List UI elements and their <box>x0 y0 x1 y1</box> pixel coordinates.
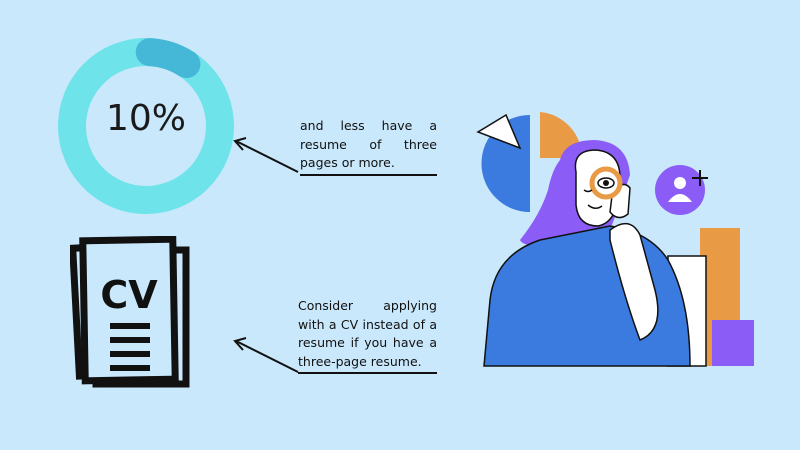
pie-slice-blue <box>481 114 530 212</box>
pie-slice-white <box>476 113 522 150</box>
arrow-to-cv <box>235 340 299 373</box>
arrow-head-icon <box>233 337 247 351</box>
woman-with-magnifier-illustration <box>476 112 754 367</box>
arrow-head-icon <box>233 137 247 151</box>
cv-label: CV <box>100 273 158 317</box>
stat-description: and less have a resume of three pages or… <box>300 117 437 176</box>
bar-purple <box>712 320 754 366</box>
cv-advice-text: Consider applying with a CV instead of a… <box>298 297 437 374</box>
closed-eye <box>583 189 593 193</box>
plus-icon <box>692 170 708 186</box>
raised-arm <box>609 222 659 341</box>
percentage-value: 10% <box>105 98 186 139</box>
eye-pupil <box>603 180 609 186</box>
user-icon-body <box>668 194 692 202</box>
user-badge <box>655 165 705 215</box>
donut-highlight-arc <box>135 38 201 79</box>
smile <box>587 204 603 209</box>
user-icon-head <box>674 177 686 189</box>
shirt <box>483 225 691 367</box>
arrow-to-donut <box>235 140 299 173</box>
percentage-donut-chart <box>58 38 234 214</box>
document-cv-icon: CV <box>70 236 190 388</box>
